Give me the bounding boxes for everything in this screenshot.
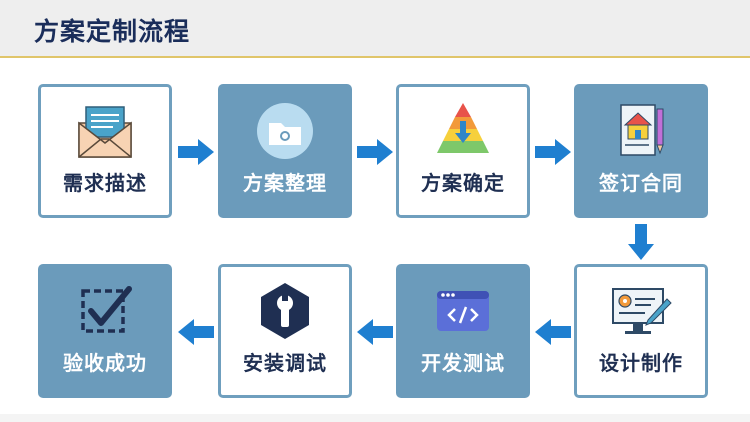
step-card-install: 安装调试 (218, 264, 352, 398)
arrow-left-icon (535, 319, 571, 345)
step-label: 安装调试 (243, 351, 327, 375)
page-title: 方案定制流程 (34, 17, 191, 46)
step-label: 签订合同 (599, 171, 683, 195)
contract-icon (620, 104, 664, 156)
step-card-contract: 签订合同 (574, 84, 708, 218)
step-card-requirements: 需求描述 (38, 84, 172, 218)
step-card-organize: 方案整理 (218, 84, 352, 218)
folder-icon (257, 103, 313, 159)
step-label: 方案确定 (421, 171, 505, 195)
arrow-right-icon (535, 139, 571, 165)
step-card-develop: 开发测试 (396, 264, 530, 398)
header-divider (0, 56, 750, 58)
design-monitor-icon (612, 288, 672, 334)
code-window-icon (437, 291, 489, 331)
arrow-right-icon (178, 139, 214, 165)
arrow-left-icon (178, 319, 214, 345)
step-label: 设计制作 (599, 351, 683, 375)
step-card-design: 设计制作 (574, 264, 708, 398)
envelope-icon (78, 106, 132, 158)
step-label: 开发测试 (421, 351, 505, 375)
step-label: 需求描述 (63, 171, 147, 195)
step-card-confirm: 方案确定 (396, 84, 530, 218)
footer-strip (0, 414, 750, 422)
step-label: 方案整理 (243, 171, 327, 195)
wrench-hexagon-icon (261, 283, 309, 339)
header-bar (0, 0, 750, 56)
step-card-acceptance: 验收成功 (38, 264, 172, 398)
pyramid-icon (437, 103, 489, 153)
checkbox-icon (81, 286, 132, 333)
arrow-right-icon (357, 139, 393, 165)
arrow-down-icon (628, 224, 654, 260)
step-label: 验收成功 (63, 351, 147, 375)
arrow-left-icon (357, 319, 393, 345)
